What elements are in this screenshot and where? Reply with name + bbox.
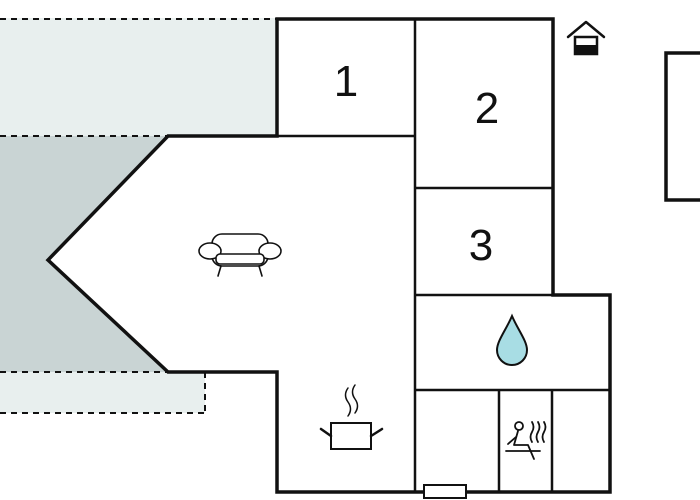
room-label-2: 2 — [475, 84, 499, 133]
house-outline — [45, 17, 612, 494]
room-label-3: 3 — [469, 221, 493, 270]
room-label-1: 1 — [334, 57, 358, 106]
adjacent-structure — [664, 51, 700, 202]
water-drop-icon — [495, 313, 529, 366]
house-entrance-icon — [566, 20, 606, 56]
front-door — [423, 484, 467, 499]
terrace-upper — [0, 18, 277, 136]
terrace-shaded — [0, 136, 168, 372]
terrace-area — [0, 18, 277, 414]
sofa-icon — [198, 233, 282, 277]
sauna-icon — [505, 421, 547, 460]
cooking-pot-icon — [319, 384, 384, 450]
